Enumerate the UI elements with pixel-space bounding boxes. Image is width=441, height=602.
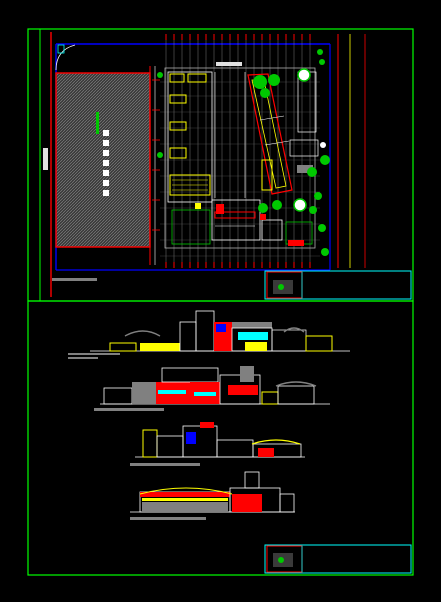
dimension-markers — [165, 34, 311, 268]
plan-title-block — [264, 270, 412, 300]
scale-bar — [43, 148, 48, 170]
landscape-trees — [157, 49, 330, 256]
elevation-1 — [68, 310, 350, 359]
elevation-2 — [94, 366, 330, 411]
corner-symbol — [57, 44, 65, 54]
property-boundary — [43, 32, 366, 297]
sheet-elevations — [27, 300, 414, 576]
elevation-3 — [130, 422, 305, 466]
sheet-plan — [27, 28, 414, 302]
elevations-title-block — [264, 544, 412, 574]
building-plan — [164, 62, 319, 249]
elevations-frame — [27, 300, 414, 576]
elevation-4 — [130, 471, 295, 520]
parking-lot — [55, 72, 151, 248]
corner-arc — [55, 44, 76, 71]
road-lines — [149, 66, 160, 265]
plan-label-bar — [52, 278, 97, 281]
